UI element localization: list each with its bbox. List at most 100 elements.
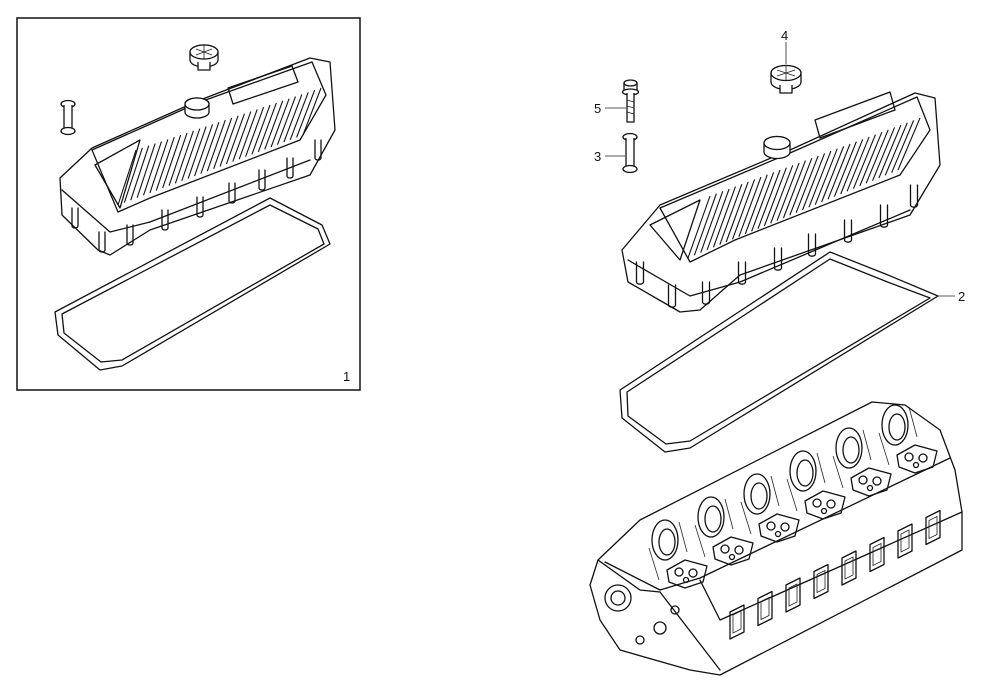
oil-filler-cap <box>770 42 802 94</box>
kit-fin <box>130 145 150 201</box>
head-port-inner <box>816 569 826 594</box>
cover-boss <box>667 284 677 308</box>
kit-fin <box>194 124 214 177</box>
head-bore <box>697 496 725 538</box>
head-rib <box>770 475 780 507</box>
kit-fin <box>149 139 169 194</box>
kit-fin <box>232 111 252 162</box>
cover-fin <box>712 186 736 248</box>
kit-cover-boss <box>258 169 266 191</box>
kit-fin <box>257 102 277 153</box>
cover-fin <box>872 127 896 181</box>
valve-hole <box>734 545 744 555</box>
cover-fin <box>738 176 762 237</box>
head-port-inner <box>844 556 854 580</box>
injector-hole <box>912 461 920 469</box>
cover-fin <box>706 188 730 251</box>
cover-fin <box>782 160 806 219</box>
cover-boss <box>773 247 783 271</box>
head-port <box>925 509 941 546</box>
valve-hole <box>812 498 822 508</box>
cover-fin <box>757 169 781 229</box>
valve-seat-cluster <box>804 490 846 520</box>
spacer-bolt <box>605 132 638 174</box>
cover-fin <box>732 179 756 240</box>
head-bore-inner <box>796 459 814 487</box>
head-rib <box>648 547 660 581</box>
head-port <box>785 577 801 613</box>
kit-fin <box>168 132 188 186</box>
kit-fin <box>238 109 258 160</box>
kit-oil-cap <box>189 44 219 71</box>
injector-hole <box>866 484 874 492</box>
head-rib <box>878 432 890 466</box>
cover-boss <box>807 233 817 257</box>
callout-2: 2 <box>958 289 965 304</box>
cover-fin <box>884 122 908 176</box>
callout-1: 1 <box>343 369 350 384</box>
head-rib <box>816 452 826 484</box>
head-port-inner <box>900 529 910 553</box>
kit-fin <box>213 117 233 169</box>
head-rib <box>786 478 798 512</box>
injector-hole <box>682 576 690 584</box>
kit-fin <box>245 107 265 157</box>
cover-fin <box>897 117 921 171</box>
head-bore <box>789 450 817 492</box>
valve-seat-cluster <box>666 559 708 589</box>
valve-seat-cluster <box>758 513 800 543</box>
head-rib <box>832 455 844 489</box>
cover-fin <box>751 172 775 232</box>
kit-cover-boss <box>161 209 169 231</box>
cover-screw <box>605 79 640 123</box>
head-port-inner <box>732 610 742 634</box>
cover-fin <box>840 139 864 195</box>
cover-fin <box>789 157 813 216</box>
kit-fin <box>117 149 137 206</box>
head-bore-inner <box>750 482 768 510</box>
valve-hole <box>780 522 790 532</box>
head-rib <box>724 498 734 530</box>
cylinder-head <box>589 401 963 676</box>
cover-fin <box>744 174 768 235</box>
cover-boss <box>909 184 919 208</box>
head-port-inner <box>928 515 938 540</box>
kit-fin <box>270 98 290 148</box>
kit-fin <box>155 136 175 191</box>
head-bore-inner <box>888 413 906 441</box>
cover-fin <box>852 134 876 189</box>
head-bore-inner <box>704 505 722 533</box>
cover-fin <box>725 181 749 243</box>
head-port <box>757 590 773 627</box>
head-port-inner <box>872 542 882 567</box>
cover-boss <box>701 281 711 305</box>
cover-fin <box>827 143 851 200</box>
kit-cover-boss <box>71 207 79 229</box>
callout-4: 4 <box>781 28 788 43</box>
kit-fin <box>174 130 194 184</box>
head-port <box>897 523 913 559</box>
valve-hole <box>904 452 914 462</box>
injector-hole <box>774 530 782 538</box>
cover-fin <box>865 129 889 184</box>
kit-cover-boss <box>314 139 322 161</box>
kit-fin <box>187 126 207 179</box>
kit-spacer <box>60 99 76 136</box>
head-bore-inner <box>842 436 860 464</box>
cover-fin <box>776 162 800 221</box>
head-port <box>841 550 857 586</box>
head-port-inner <box>788 583 798 607</box>
valve-cover <box>621 91 941 313</box>
head-rib <box>740 501 752 535</box>
valve-hole <box>766 521 776 531</box>
kit-fin <box>142 141 163 196</box>
kit-cover-boss <box>286 157 294 179</box>
kit-fin <box>296 89 316 138</box>
callout-3: 3 <box>594 149 601 164</box>
cover-fin <box>700 191 724 253</box>
valve-hole <box>872 476 882 486</box>
kit-fin <box>136 143 156 198</box>
head-bore-inner <box>658 528 676 556</box>
cover-fin <box>808 150 832 208</box>
